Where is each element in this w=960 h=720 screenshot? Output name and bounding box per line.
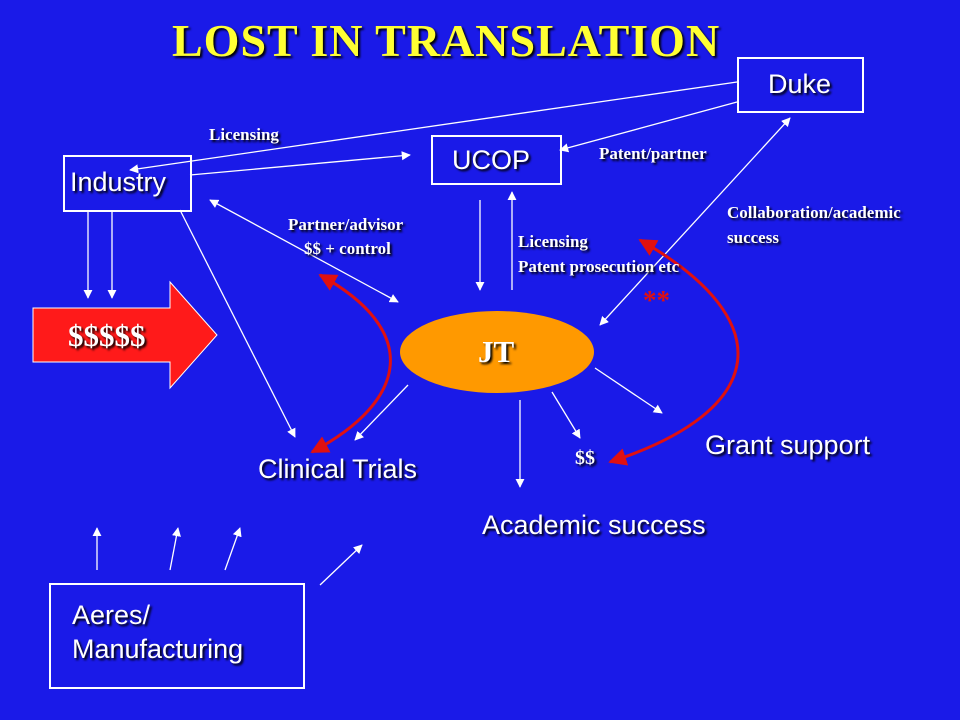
ucop-label: UCOP	[452, 145, 531, 175]
clinical-trials-label: Clinical Trials	[258, 454, 418, 484]
arrow-industry-to-trials	[179, 209, 296, 438]
arrow-jt-to-grant	[594, 367, 663, 414]
aeres-label-line2: Manufacturing	[72, 634, 244, 664]
patent-prosecution-label: Patent prosecution etc	[518, 257, 680, 276]
jt-label: JT	[478, 334, 515, 369]
arrow-industry-jt	[209, 199, 399, 303]
arrow-jt-to-dollars	[551, 391, 581, 439]
arrow-industry-to-ucop	[189, 151, 411, 176]
control-label: $$ + control	[304, 239, 391, 258]
ucop-box	[431, 135, 562, 185]
duke-label: Duke	[768, 69, 832, 99]
red-curve-grant	[608, 238, 740, 466]
arrow-aeres-up-4	[319, 544, 363, 586]
arrow-duke-to-ucop	[559, 101, 738, 153]
money-arrow	[32, 280, 218, 390]
dollars-label: $$	[575, 447, 595, 469]
collaboration-label-line2: success	[727, 228, 779, 247]
licensing-mid-label: Licensing	[518, 232, 588, 251]
licensing-top-label: Licensing	[209, 125, 279, 144]
academic-success-label: Academic success	[482, 510, 706, 540]
aeres-box	[49, 583, 305, 689]
stars-label: **	[643, 285, 670, 315]
grant-support-label: Grant support	[705, 430, 871, 460]
industry-label: Industry	[70, 167, 167, 197]
industry-box	[63, 155, 192, 212]
arrow-duke-to-industry	[129, 81, 738, 174]
arrow-aeres-up-2	[169, 527, 181, 571]
red-curve-trials	[310, 273, 392, 454]
collaboration-label-line1: Collaboration/academic	[727, 203, 901, 222]
arrow-aeres-up-3	[224, 527, 242, 571]
arrow-jt-to-trials	[354, 384, 409, 441]
partner-advisor-label: Partner/advisor	[288, 215, 404, 234]
money-label: $$$$$	[68, 318, 146, 353]
jt-ellipse	[400, 311, 594, 393]
patent-partner-label: Patent/partner	[599, 144, 707, 163]
aeres-label-line1: Aeres/	[72, 600, 151, 630]
duke-box	[737, 57, 864, 113]
page-title: LOST IN TRANSLATION	[172, 15, 721, 66]
